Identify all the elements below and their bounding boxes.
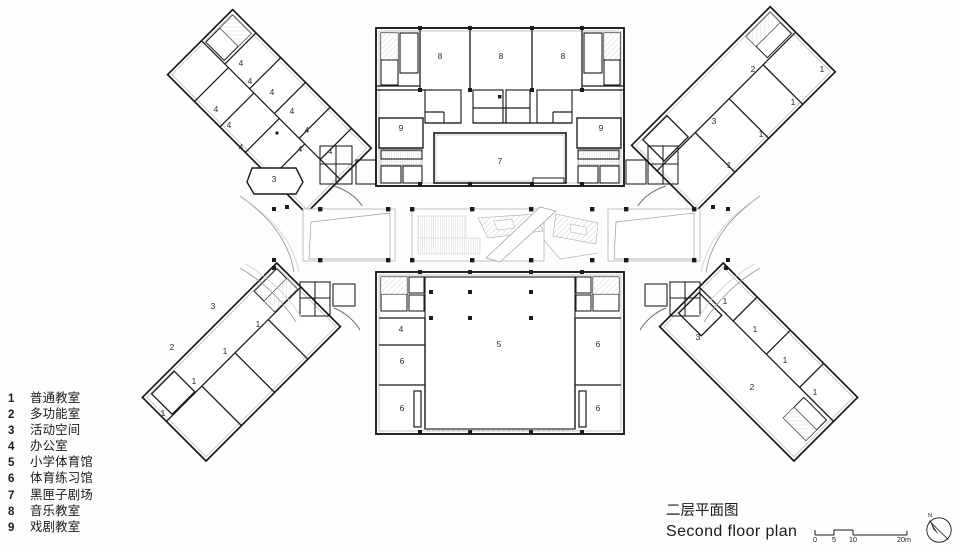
legend-label: 黑匣子剧场 bbox=[30, 486, 93, 502]
scale-tick-0: 0 bbox=[813, 535, 817, 543]
legend-label: 音乐教室 bbox=[30, 502, 81, 518]
scale-tick-20: 20m bbox=[897, 535, 911, 543]
room-label-1: 1 bbox=[192, 376, 197, 386]
legend-item: 4 办公室 bbox=[4, 436, 174, 454]
room-label-4: 4 bbox=[214, 104, 219, 114]
room-label-4: 4 bbox=[305, 125, 310, 135]
room-label-8: 8 bbox=[561, 51, 566, 61]
room-label-6: 6 bbox=[400, 403, 405, 413]
legend-number: 8 bbox=[8, 505, 15, 518]
legend-number: 7 bbox=[8, 489, 15, 502]
legend-item: 8 音乐教室 bbox=[4, 501, 174, 518]
southeast-wing bbox=[639, 261, 859, 463]
legend-number: 9 bbox=[8, 521, 15, 534]
room-label-2: 2 bbox=[751, 64, 756, 74]
room-label-1: 1 bbox=[723, 296, 728, 306]
legend-item: 1 普通教室 bbox=[4, 388, 174, 405]
room-label-4: 4 bbox=[239, 58, 244, 68]
scale-tick-10: 10 bbox=[849, 535, 857, 543]
southwest-wing bbox=[141, 261, 361, 463]
legend-number: 2 bbox=[8, 409, 15, 422]
room-label-5: 5 bbox=[497, 339, 502, 349]
legend-number: 5 bbox=[8, 457, 15, 470]
legend-label: 多功能室 bbox=[30, 406, 81, 422]
scale-bar: 0 5 10 20m bbox=[813, 529, 911, 543]
northeast-wing bbox=[625, 5, 837, 273]
legend-item: 5 小学体育馆 bbox=[4, 452, 174, 470]
room-label-1: 1 bbox=[820, 64, 825, 74]
plan-title-chinese: 二层平面图 bbox=[666, 503, 739, 519]
legend-item: 9 戏剧教室 bbox=[4, 517, 174, 534]
room-label-1: 1 bbox=[783, 355, 788, 365]
room-label-1: 1 bbox=[223, 346, 228, 356]
room-label-1: 1 bbox=[813, 387, 818, 397]
room-label-4: 4 bbox=[239, 142, 244, 152]
room-label-9: 9 bbox=[599, 123, 604, 133]
room-label-6: 6 bbox=[596, 403, 601, 413]
legend-number: 6 bbox=[8, 473, 15, 486]
legend: 1 普通教室 2 多功能室 3 活动空间 4 办公室 5 小学体育馆 6 体育练… bbox=[4, 388, 174, 534]
room-label-8: 8 bbox=[499, 51, 504, 61]
room-label-4: 4 bbox=[399, 324, 404, 334]
plan-title-english: Second floor plan bbox=[666, 522, 798, 540]
south-block bbox=[375, 270, 625, 435]
room-label-3: 3 bbox=[696, 332, 701, 342]
legend-number: 1 bbox=[8, 393, 15, 405]
room-label-2: 2 bbox=[750, 382, 755, 392]
room-label-4: 4 bbox=[290, 106, 295, 116]
room-label-1: 1 bbox=[791, 97, 796, 107]
room-label-4: 4 bbox=[328, 146, 333, 156]
room-label-7: 7 bbox=[498, 156, 503, 166]
legend-label: 戏剧教室 bbox=[30, 518, 81, 534]
legend-label: 普通教室 bbox=[30, 390, 81, 405]
legend-label: 办公室 bbox=[30, 438, 68, 454]
room-label-1: 1 bbox=[161, 408, 166, 418]
legend-number: 4 bbox=[8, 441, 15, 454]
north-block bbox=[375, 26, 625, 187]
legend-item: 6 体育练习馆 bbox=[4, 468, 174, 486]
legend-label: 体育练习馆 bbox=[30, 470, 93, 486]
room-label-8: 8 bbox=[438, 51, 443, 61]
room-label-4: 4 bbox=[227, 120, 232, 130]
legend-item: 7 黑匣子剧场 bbox=[4, 485, 174, 502]
north-label: N bbox=[928, 513, 932, 519]
room-label-1: 1 bbox=[759, 129, 764, 139]
title-block: 二层平面图 Second floor plan bbox=[666, 503, 846, 541]
room-label-3: 3 bbox=[272, 174, 277, 184]
room-label-6: 6 bbox=[596, 339, 601, 349]
room-label-3: 3 bbox=[211, 301, 216, 311]
legend-item: 2 多功能室 bbox=[4, 404, 174, 422]
room-label-4: 4 bbox=[270, 87, 275, 97]
legend-label: 小学体育馆 bbox=[30, 454, 93, 470]
legend-label: 活动空间 bbox=[30, 422, 81, 438]
room-label-1: 1 bbox=[727, 160, 732, 170]
room-label-9: 9 bbox=[399, 123, 404, 133]
room-label-2: 2 bbox=[170, 342, 175, 352]
central-courtyard bbox=[272, 206, 730, 263]
north-arrow-icon: N bbox=[926, 513, 952, 543]
legend-number: 3 bbox=[8, 425, 15, 438]
room-label-1: 1 bbox=[753, 324, 758, 334]
scale-tick-5: 5 bbox=[832, 535, 836, 543]
room-label-1: 1 bbox=[256, 319, 261, 329]
room-label-6: 6 bbox=[400, 356, 405, 366]
room-label-4: 4 bbox=[248, 76, 253, 86]
northwest-wing bbox=[166, 8, 377, 273]
legend-item: 3 活动空间 bbox=[4, 420, 174, 438]
room-label-4: 4 bbox=[298, 144, 303, 154]
room-label-3: 3 bbox=[712, 116, 717, 126]
